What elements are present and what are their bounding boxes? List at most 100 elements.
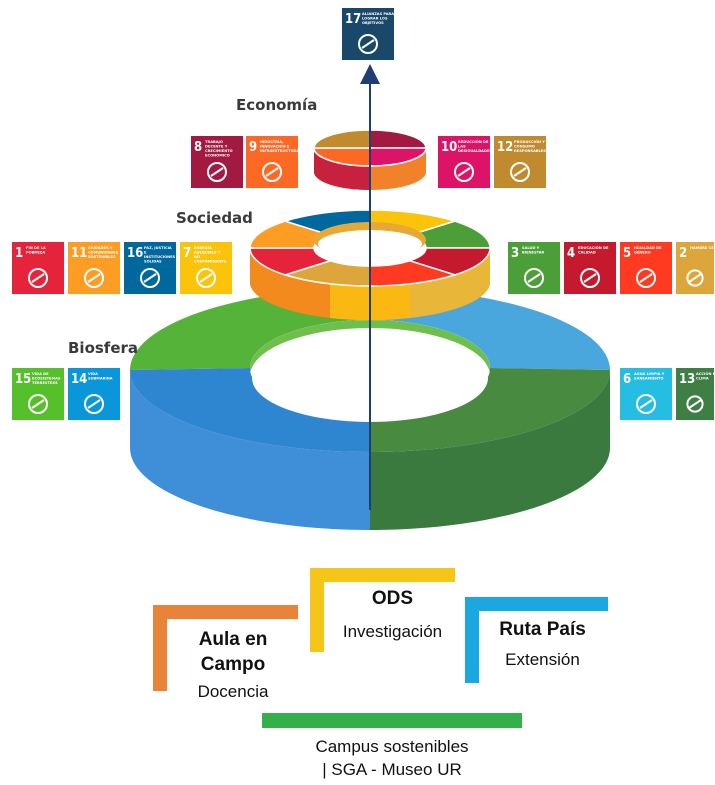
- sdg-label-line: AGUA LIMPIA Y: [634, 372, 665, 376]
- tree-icon: [28, 394, 48, 414]
- sdg-label-line: RESPONSABLES: [514, 149, 546, 153]
- economy-segment: [313, 129, 371, 149]
- water-drop-icon: [636, 394, 656, 414]
- bowl-icon: [686, 269, 704, 287]
- biosphere-top-sw: [130, 368, 370, 452]
- sdg-label-line: PAZ, JUSTICIA: [144, 246, 172, 250]
- sdg-label-line: TRABAJO: [205, 140, 223, 144]
- biosphere-top-se: [370, 368, 610, 452]
- sdg-label-line: CALIDAD: [578, 251, 596, 255]
- heartbeat-icon: [524, 268, 544, 288]
- sdg-label-line: CONSUMO: [514, 145, 535, 149]
- sdg-label-line: GÉNERO: [634, 250, 651, 255]
- sdg-label-line: CLIMA: [696, 377, 709, 381]
- buildings-icon: [84, 268, 104, 288]
- sdg-label-line: SANEAMIENTO: [634, 377, 664, 381]
- sdg-number: 4: [567, 246, 575, 261]
- campus-line2: | SGA - Museo UR: [322, 760, 462, 779]
- sdg-label-line: INFRAESTRUCTURA: [260, 149, 299, 153]
- sdg-number: 14: [71, 372, 87, 387]
- sdg-label-line: CIUDADES Y: [88, 246, 113, 250]
- sdg-number: 1: [15, 246, 23, 261]
- sdg-number: 13: [679, 372, 695, 387]
- sdg-number: 9: [249, 140, 257, 155]
- tier-label-economy: Economía: [236, 96, 317, 114]
- sdg-label-line: LAS: [458, 145, 466, 149]
- aula-subtitle: Docencia: [197, 682, 269, 701]
- sdg-label-line: INDUSTRIA,: [260, 140, 284, 144]
- sdg-number: 5: [623, 246, 631, 261]
- sdg-number: 6: [623, 372, 631, 387]
- sdg-label-line: TERRESTRES: [32, 381, 58, 385]
- sdg-number: 15: [15, 372, 31, 387]
- sdg-label-line: INSTITUCIONES: [144, 255, 176, 259]
- sdg-number: 12: [497, 140, 513, 155]
- fish-icon: [84, 394, 104, 414]
- sdg-label-line: ENERGÍA: [194, 245, 212, 250]
- sdg-label-line: DECENTE Y: [205, 145, 228, 149]
- sdg-label-line: OBJETIVOS: [362, 21, 384, 25]
- sdg-label-line: EDUCACIÓN DE: [578, 245, 609, 250]
- ods-title: ODS: [371, 588, 414, 609]
- sdg-number: 16: [127, 246, 143, 261]
- sdg-label-line: REDUCCIÓN DE: [458, 139, 489, 144]
- sdg-number: 7: [183, 246, 191, 261]
- ruta-bracket: [465, 597, 608, 683]
- sdg-label-line: ASEQUIBLE Y: [194, 251, 221, 255]
- sdg-label-line: ECOSISTEMAS: [32, 377, 61, 381]
- sdg-label-line: E: [144, 251, 147, 255]
- sdg-label-line: LOGRAR LOS: [362, 17, 388, 21]
- sdg-label-line: VIDA DE: [32, 372, 49, 376]
- gender-icon: [636, 268, 656, 288]
- sdg-label-line: ACCIÓN POR EL: [696, 371, 715, 376]
- tier-label-biosphere: Biosfera: [68, 339, 138, 357]
- biosphere-wall-right: [370, 370, 610, 530]
- ruta-title: Ruta País: [499, 619, 586, 640]
- aula-bracket: [153, 605, 298, 691]
- ruta-subtitle: Extensión: [505, 650, 580, 669]
- sun-icon: [196, 268, 216, 288]
- ods-bracket: [310, 568, 455, 652]
- society-ring: [249, 209, 491, 321]
- sdg-number: 2: [679, 246, 687, 261]
- sdg-label-line: NO: [194, 255, 200, 259]
- biosphere-wall-left: [130, 370, 370, 530]
- campus-line1: Campus sostenibles: [315, 737, 469, 756]
- book-icon: [580, 268, 600, 288]
- tier-label-society: Sociedad: [176, 209, 253, 227]
- earth-eye-icon: [686, 395, 704, 413]
- equality-icon: [454, 162, 474, 182]
- sdg-label-line: ALIANZAS PARA: [362, 12, 394, 16]
- economy-segment: [369, 129, 427, 149]
- sdg-label-line: DESIGUALDADES: [458, 149, 492, 153]
- family-icon: [28, 268, 48, 288]
- biosphere-inner-wall: [250, 320, 490, 376]
- sdg-label-line: BIENESTAR: [522, 251, 545, 255]
- sdg-number: 8: [194, 140, 202, 155]
- sdg-label-line: FIN DE LA: [26, 246, 46, 250]
- dove-icon: [140, 268, 160, 288]
- sdg-label-line: ECONÓMICO: [205, 153, 230, 158]
- sdg-label-line: POBREZA: [26, 251, 45, 255]
- sdg-number: 10: [441, 140, 457, 155]
- sdg-label-line: CONTAMINANTE: [194, 260, 227, 264]
- campus-bar: [262, 713, 522, 728]
- growth-chart-icon: [207, 162, 227, 182]
